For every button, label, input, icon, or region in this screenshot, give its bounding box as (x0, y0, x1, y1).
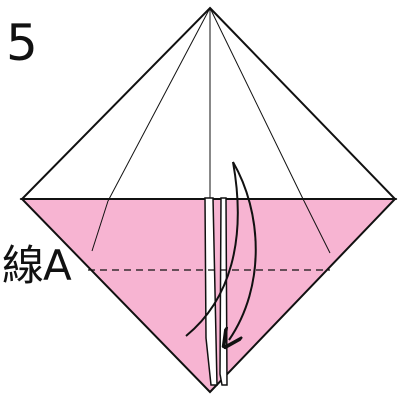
step-number: 5 (6, 14, 38, 72)
crease-line-right (209, 7, 305, 202)
crease-line-left (107, 7, 211, 202)
pink-inner-left (91, 200, 109, 252)
fold-arrow-right-curve (229, 161, 257, 340)
upper-paper-flap (19, 6, 398, 200)
line-a-label: 線A (2, 241, 72, 290)
fold-arrow-left-curve (185, 161, 239, 337)
pink-inner-right (303, 200, 331, 254)
